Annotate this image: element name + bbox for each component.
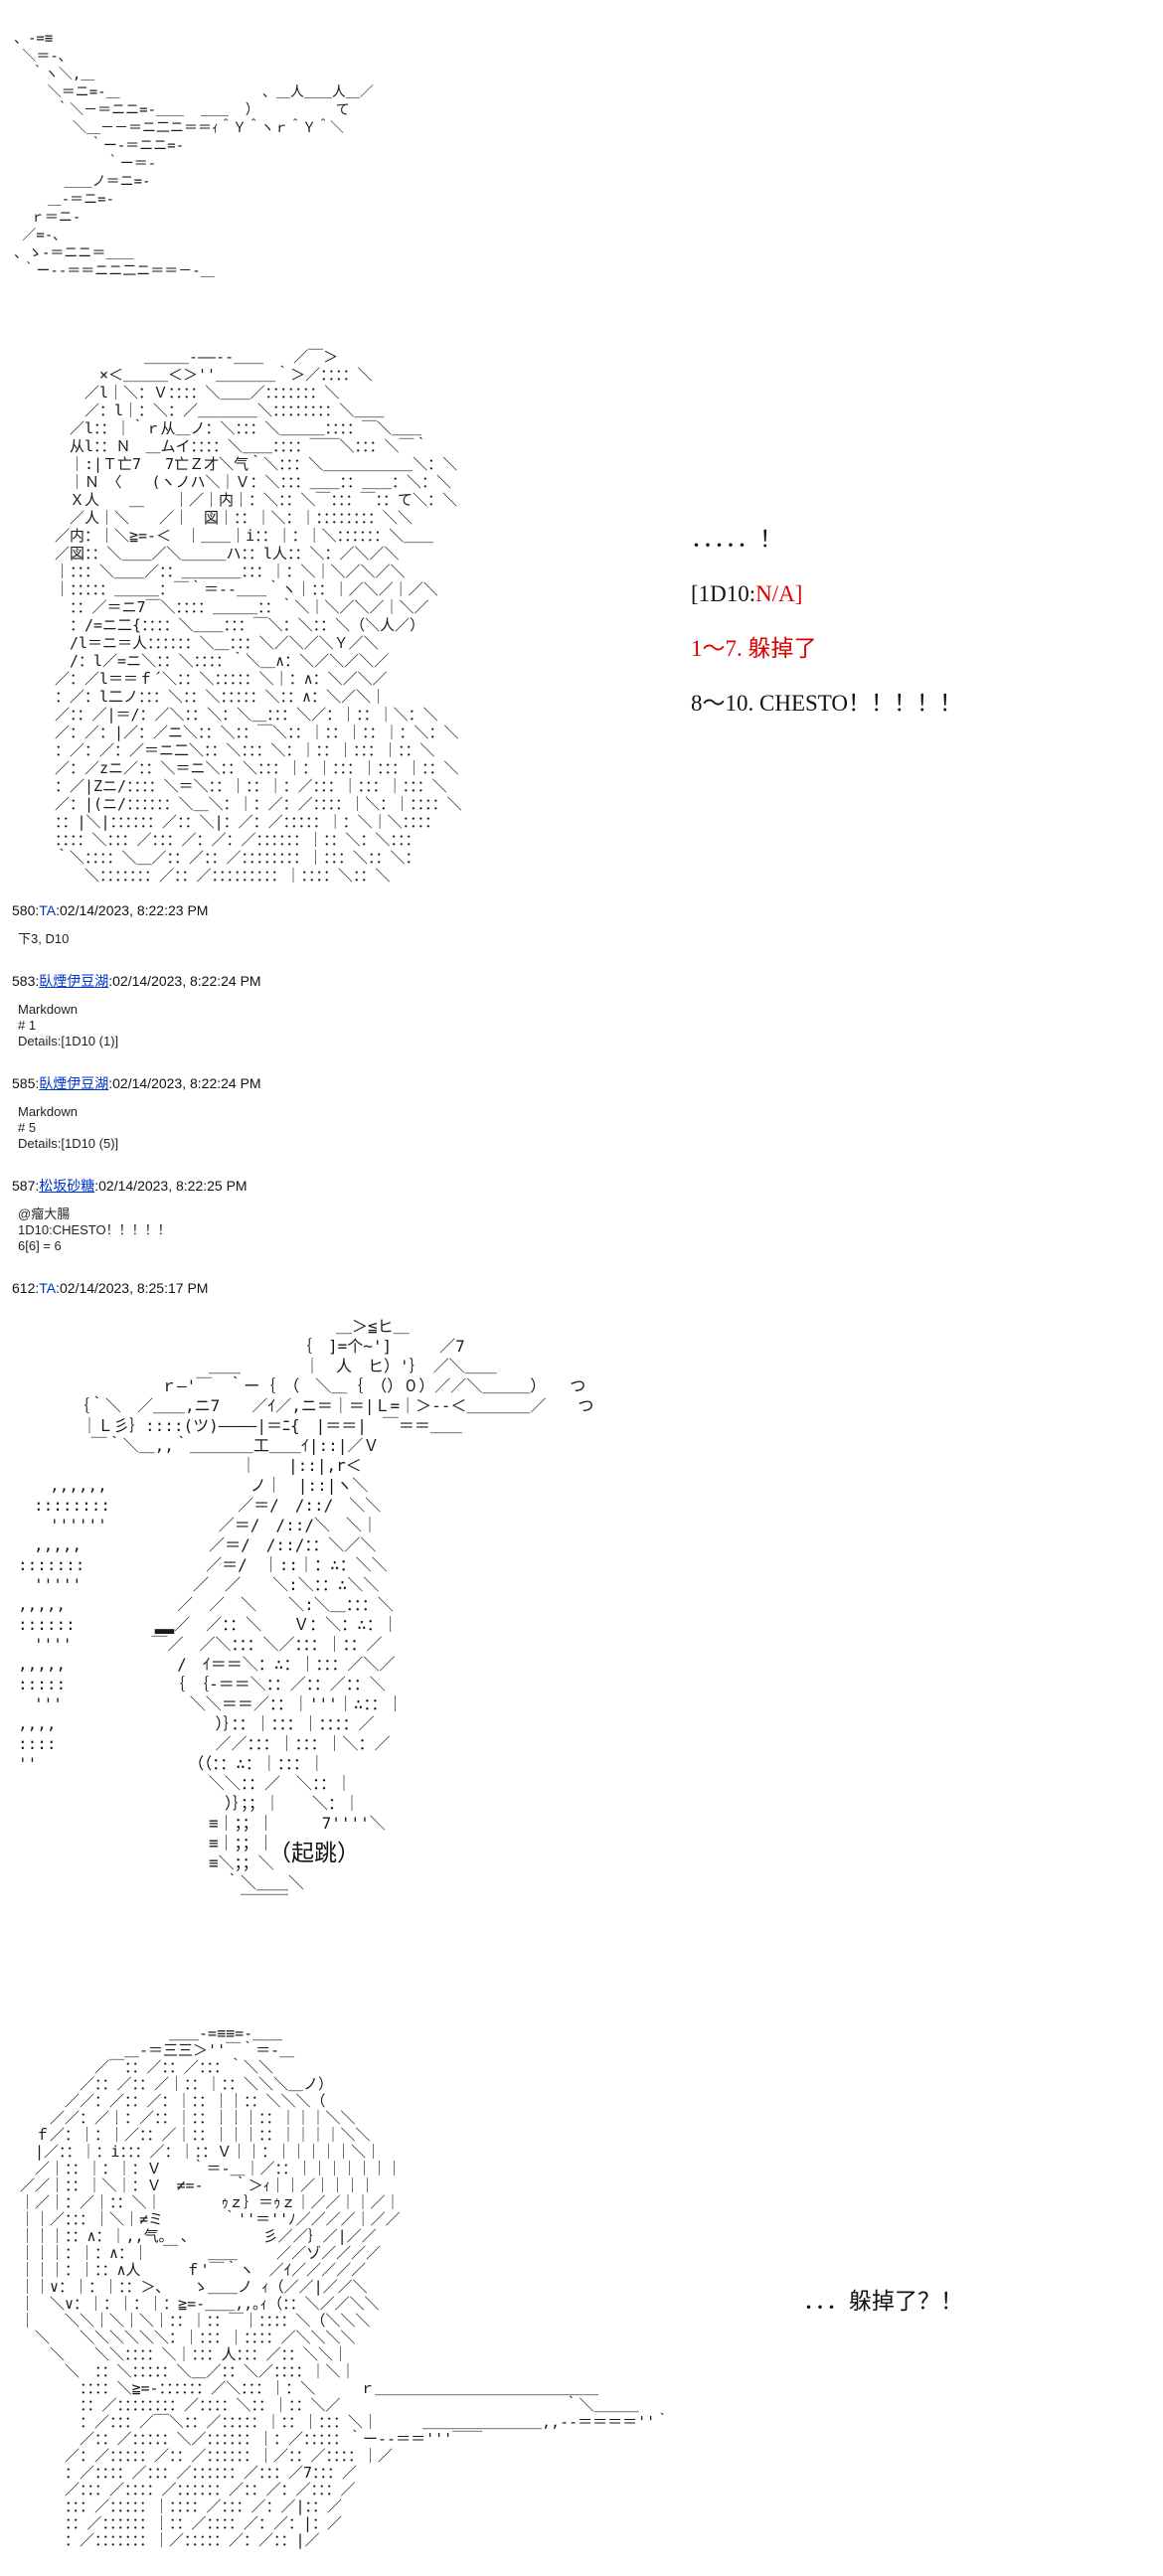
post-author-link[interactable]: TA (39, 902, 57, 918)
post-587: 587:松坂砂糖:02/14/2023, 8:22:25 PM @瘤大腸 1D1… (12, 1178, 728, 1254)
post-timestamp: 02/14/2023, 8:22:24 PM (112, 1075, 261, 1091)
post-author-link[interactable]: 臥煙伊豆湖 (39, 1075, 109, 1091)
post-body: 下3, D10 (18, 931, 70, 946)
post-timestamp: 02/14/2023, 8:22:24 PM (112, 973, 261, 989)
post-timestamp: 02/14/2023, 8:25:17 PM (60, 1280, 209, 1296)
dice-option-low: 1～7. 躲掉了 (691, 636, 817, 661)
post-number: 612: (12, 1280, 40, 1296)
post-body: @瘤大腸 1D10:CHESTO！！！！！ 6[6] = 6 (18, 1207, 171, 1253)
post-timestamp: 02/14/2023, 8:22:23 PM (60, 902, 209, 918)
ascii-art-surprised-character: ＿＿＿-――--＿＿ ／￣＞ ×＜＿＿＿＜＞''＿＿＿＿｀＞／：：：：＼ ／l｜… (55, 348, 462, 885)
post-number: 587: (12, 1178, 40, 1194)
post-header: 612:TA:02/14/2023, 8:25:17 PM (12, 1280, 209, 1296)
ascii-art-jumping-figure: ＿＞≦ヒ＿ ｛ ]=个~'] ／7 ＿＿ ｜ 人 ヒ）'｝ ／＼＿＿ ｒ―'￣ … (18, 1317, 594, 1912)
post-list: 580:TA:02/14/2023, 8:22:23 PM 下3, D10 58… (12, 902, 728, 1297)
post-header: 580:TA:02/14/2023, 8:22:23 PM (12, 902, 209, 918)
post-body: Markdown # 5 Details:[1D10 (5)] (18, 1104, 119, 1151)
post-body: Markdown # 1 Details:[1D10 (1)] (18, 1002, 119, 1048)
post-580: 580:TA:02/14/2023, 8:22:23 PM 下3, D10 (12, 902, 728, 947)
dice-result-panel: ．．．．．！ [1D10:N/A] 1～7. 躲掉了 8～10. CHESTO！… (691, 525, 962, 743)
post-header: 585:臥煙伊豆湖:02/14/2023, 8:22:24 PM (12, 1075, 261, 1091)
post-number: 583: (12, 973, 40, 989)
dodge-dialogue-text: ．．．躲掉了？！ (803, 2289, 963, 2314)
dice-roll-prefix: [1D10: (691, 581, 756, 606)
post-author-link[interactable]: TA (39, 1280, 57, 1296)
post-header: 587:松坂砂糖:02/14/2023, 8:22:25 PM (12, 1178, 248, 1194)
dice-roll-line: [1D10:N/A] (691, 579, 962, 609)
post-number: 585: (12, 1075, 40, 1091)
post-583: 583:臥煙伊豆湖:02/14/2023, 8:22:24 PM Markdow… (12, 973, 728, 1049)
dice-roll-value: N/A] (755, 581, 803, 606)
post-number: 580: (12, 902, 40, 918)
post-header: 583:臥煙伊豆湖:02/14/2023, 8:22:24 PM (12, 973, 261, 989)
ascii-art-impact-lines: 、-=≡ ＼＝-､ ｀ヽ＼,＿ ＼＝ニ=-＿ 、＿人＿＿人＿／ ｀＼－＝ニニ=-… (14, 31, 374, 279)
post-612: 612:TA:02/14/2023, 8:25:17 PM (12, 1280, 728, 1297)
dice-ellipsis-line: ．．．．．！ (691, 527, 782, 552)
post-author-link[interactable]: 松坂砂糖 (39, 1178, 95, 1194)
post-585: 585:臥煙伊豆湖:02/14/2023, 8:22:24 PM Markdow… (12, 1075, 728, 1152)
post-timestamp: 02/14/2023, 8:22:25 PM (98, 1178, 248, 1194)
dice-option-high: 8～10. CHESTO！！！！！ (691, 691, 963, 716)
jump-caption: （起跳） (268, 1841, 360, 1865)
post-author-link[interactable]: 臥煙伊豆湖 (39, 973, 109, 989)
ascii-art-dodging-character: ＿＿-=≡≡=-＿＿ ＿-＝三三＞''￣｀＝-＿ ／￣：：／：：／：：：｀＼＼ … (20, 2024, 671, 2549)
